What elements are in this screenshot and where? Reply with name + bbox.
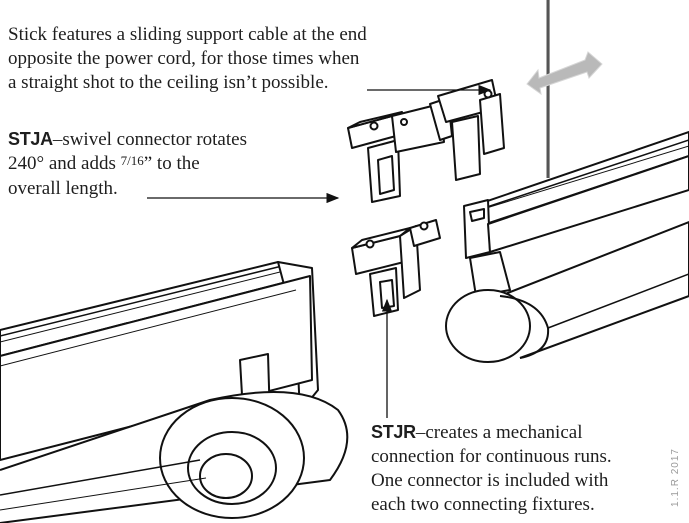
stjr-desc: –creates a mechanical bbox=[415, 422, 583, 443]
cable-callout: Stick features a sliding support cable a… bbox=[8, 23, 367, 95]
cable-callout-line-1: Stick features a sliding support cable a… bbox=[8, 24, 367, 45]
cable-callout-line-3: a straight shot to the ceiling isn’t pos… bbox=[8, 72, 329, 93]
stjr-connector bbox=[351, 219, 441, 317]
stja-desc: –swivel connector rotates bbox=[52, 129, 247, 150]
stja-callout-line-2: 240° and adds 7/16” to the bbox=[8, 152, 247, 177]
stjr-callout-line-2: connection for continuous runs. bbox=[371, 446, 612, 467]
stja-line2-post: ” to the bbox=[143, 153, 200, 174]
stjr-code: STJR bbox=[371, 422, 416, 442]
right-fixture bbox=[445, 131, 689, 363]
support-cable bbox=[546, 0, 550, 178]
stja-line2-pre: 240° and adds bbox=[8, 153, 121, 174]
stjr-callout-line-4: each two connecting fixtures. bbox=[371, 494, 595, 515]
stja-code: STJA bbox=[8, 129, 53, 149]
cable-callout-line-2: opposite the power cord, for those times… bbox=[8, 48, 360, 69]
stjr-callout-line-1: STJR–creates a mechanical bbox=[371, 420, 612, 445]
watermark: 1.1.R 2017 bbox=[670, 448, 682, 507]
stja-callout-line-1: STJA–swivel connector rotates bbox=[8, 127, 247, 152]
stjr-callout-line-3: One connector is included with bbox=[371, 470, 609, 491]
slide-direction-icon bbox=[526, 51, 603, 96]
left-fixture bbox=[0, 261, 349, 523]
stja-callout-line-3: overall length. bbox=[8, 178, 118, 199]
stja-callout: STJA–swivel connector rotates 240° and a… bbox=[8, 127, 247, 201]
stja-connector bbox=[347, 79, 505, 203]
stjr-callout: STJR–creates a mechanical connection for… bbox=[371, 420, 612, 517]
stja-fraction: 7/16 bbox=[120, 153, 144, 168]
